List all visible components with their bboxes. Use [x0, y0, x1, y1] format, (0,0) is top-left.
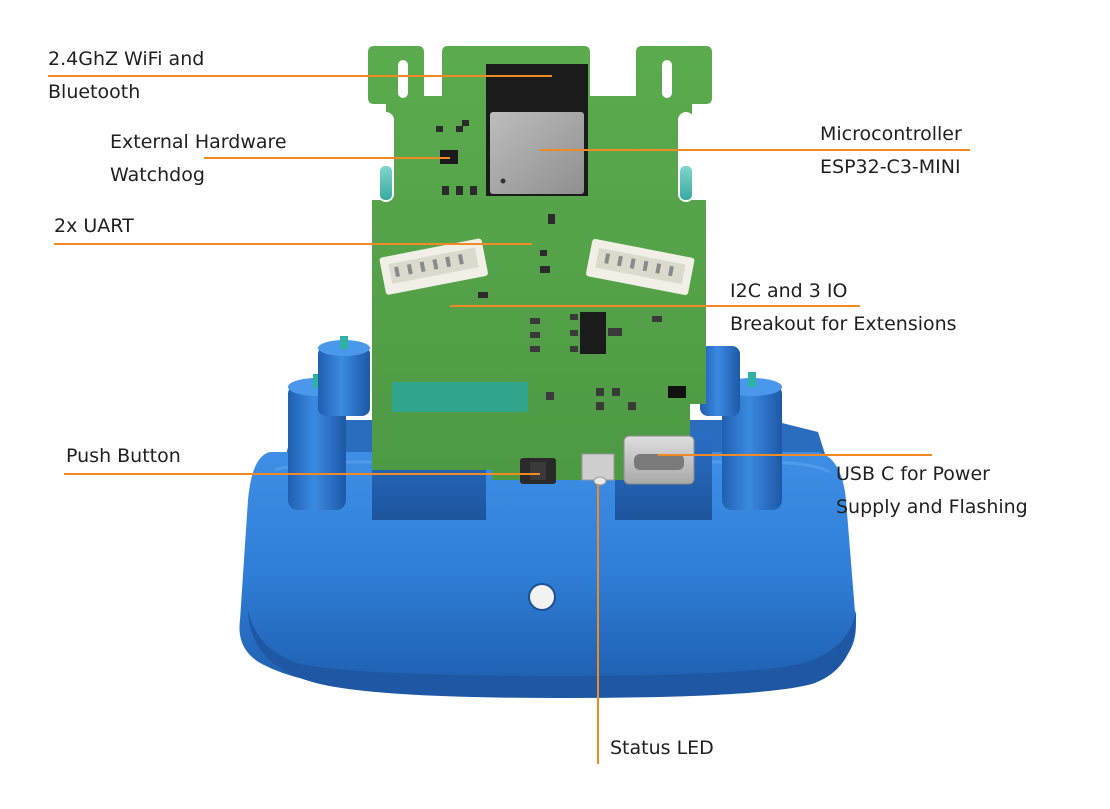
enclosure-screw-hole — [528, 583, 556, 611]
label-usb-line2: Supply and Flashing — [836, 496, 1028, 518]
small-components-top — [436, 120, 555, 298]
label-usb-c: USB C for Power Supply and Flashing — [836, 458, 1028, 524]
label-watchdog-line1: External Hardware — [110, 131, 287, 153]
leader-lines — [48, 75, 970, 764]
right-back-pillar — [700, 346, 740, 416]
light-bar — [392, 382, 528, 412]
label-microcontroller: Microcontroller ESP32-C3-MINI — [820, 118, 962, 184]
push-button-actuator — [530, 462, 546, 480]
pcb-tab-slot-left — [398, 60, 408, 98]
esp32-shield — [490, 112, 584, 194]
label-i2c-line1: I2C and 3 IO — [730, 280, 848, 302]
pcb — [368, 46, 712, 486]
pcb-tab-slot-right — [662, 60, 672, 98]
status-led — [593, 476, 607, 486]
left-back-screw — [340, 336, 348, 349]
label-microcontroller-line1: Microcontroller — [820, 123, 962, 145]
right-front-pillar — [722, 384, 782, 510]
label-status-led: Status LED — [610, 732, 714, 765]
usb-c-opening — [634, 454, 684, 470]
label-wifi-bluetooth: 2.4GhZ WiFi and Bluetooth — [48, 43, 204, 109]
left-back-pillar — [318, 346, 370, 416]
right-front-screw — [748, 372, 756, 387]
left-front-screw — [313, 374, 321, 388]
label-push-button: Push Button — [66, 440, 181, 473]
label-watchdog-line2: Watchdog — [110, 164, 205, 186]
label-i2c-line2: Breakout for Extensions — [730, 313, 957, 335]
label-wifi-line2: Bluetooth — [48, 81, 141, 103]
esp32-pin1-dot — [500, 178, 506, 184]
small-components-mid — [530, 314, 686, 410]
label-external-watchdog: External Hardware Watchdog — [110, 126, 287, 192]
uart-connector-right — [586, 238, 695, 296]
voltage-regulator — [580, 312, 606, 354]
label-usb-line1: USB C for Power — [836, 463, 990, 485]
label-i2c-breakout: I2C and 3 IO Breakout for Extensions — [730, 275, 957, 341]
label-microcontroller-line2: ESP32-C3-MINI — [820, 156, 961, 178]
label-push-button-line1: Push Button — [66, 445, 181, 467]
label-wifi-line1: 2.4GhZ WiFi and — [48, 48, 205, 70]
light-pipe-right — [680, 166, 692, 200]
label-uart: 2x UART — [54, 210, 134, 243]
light-pipe-left — [380, 166, 392, 200]
uart-connector-left — [379, 238, 488, 295]
enclosure-bottom-edge — [248, 610, 857, 698]
status-led-housing — [581, 453, 615, 481]
label-status-led-line1: Status LED — [610, 737, 714, 759]
label-uart-line1: 2x UART — [54, 215, 134, 237]
